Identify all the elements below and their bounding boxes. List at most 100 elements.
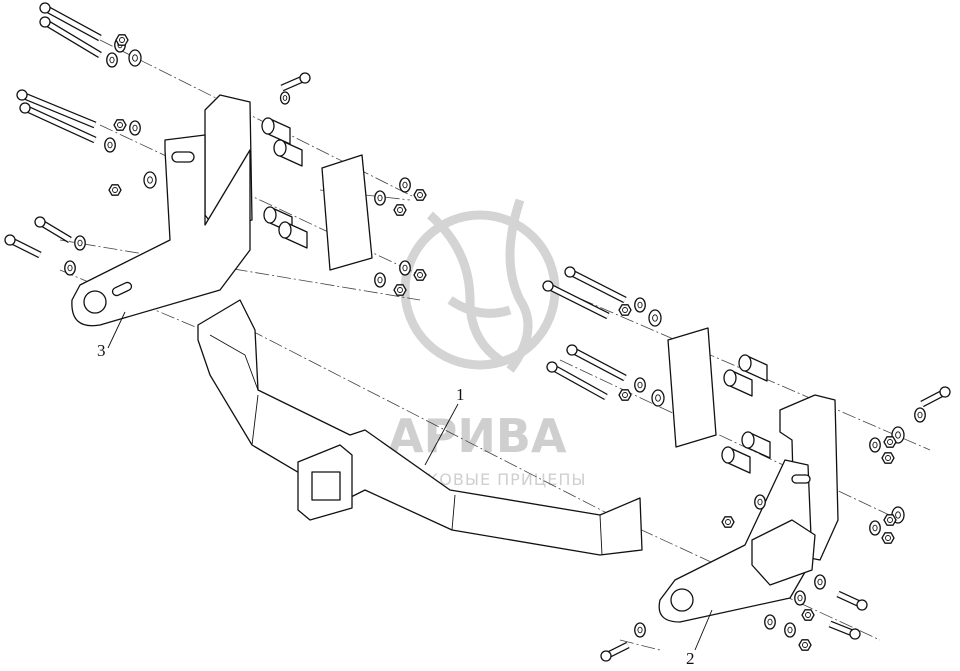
washer-outer [374, 190, 386, 206]
left-back-plate [321, 154, 373, 271]
bolt-shank [43, 6, 102, 40]
bolt [39, 2, 102, 42]
callout-3: 3 [97, 311, 126, 360]
bolt [600, 641, 630, 662]
nut [413, 269, 427, 281]
washer-outer [374, 272, 386, 288]
washer [869, 520, 881, 536]
nut-hole [885, 455, 891, 461]
bolt-shank [550, 365, 608, 399]
washer [634, 297, 646, 313]
axis-line [619, 639, 661, 651]
left-bracket [71, 134, 251, 327]
bolt [920, 386, 951, 408]
washer-hole [652, 314, 658, 322]
spacer-end [723, 369, 737, 387]
axis-line [99, 39, 421, 201]
washer-outer [634, 377, 646, 393]
nut-hex [883, 514, 897, 526]
washer-hole [377, 276, 383, 284]
spacer-end [263, 206, 277, 224]
bolt [546, 361, 608, 401]
spacer [721, 446, 751, 474]
bolt [39, 16, 102, 59]
washer-hole [872, 524, 878, 532]
bolt-shank [546, 283, 610, 319]
washer-outer [648, 309, 662, 327]
bolt [542, 280, 610, 320]
washer-hole [377, 194, 383, 202]
washer-outer [869, 520, 881, 536]
washer-outer [74, 235, 86, 251]
washer-hole [757, 498, 763, 506]
right-clamp-plate [751, 519, 816, 586]
washer [794, 590, 806, 606]
washer-hole [637, 626, 643, 634]
bolt-head [34, 216, 46, 228]
nut [883, 436, 897, 448]
washer [764, 614, 776, 630]
washer [399, 177, 411, 193]
bolt [828, 620, 861, 640]
callout-label: 3 [97, 341, 106, 360]
washer-outer [634, 297, 646, 313]
nut-hex [721, 516, 735, 528]
nut [115, 34, 129, 46]
bolt-shank [21, 92, 96, 128]
nut [881, 452, 895, 464]
nut-hex [801, 609, 815, 621]
bolt [836, 590, 868, 611]
nut [618, 389, 632, 401]
right-bracket-slot [791, 474, 811, 484]
spacer-end [278, 221, 292, 239]
nut-hole [112, 187, 118, 193]
nut-hex [413, 269, 427, 281]
nut-hole [417, 272, 423, 278]
bolt [19, 102, 97, 144]
callout-label: 1 [456, 385, 465, 404]
washer [634, 377, 646, 393]
left-bracket-slot [111, 281, 133, 297]
nut-hex [881, 532, 895, 544]
nut-hex [618, 304, 632, 316]
washer [74, 235, 86, 251]
nut-hex [883, 436, 897, 448]
washer [784, 622, 796, 638]
washer [869, 437, 881, 453]
bolt [4, 234, 42, 259]
washer-outer [128, 49, 142, 67]
bolt-shank [570, 348, 627, 380]
bolt [34, 216, 72, 244]
bolt-head [600, 650, 612, 662]
callout-1: 1 [424, 385, 465, 466]
spacer-end [273, 139, 287, 157]
washer-hole [109, 56, 115, 64]
washer [634, 622, 646, 638]
washer-hole [895, 511, 901, 519]
washer-hole [107, 141, 113, 149]
washer-outer [106, 52, 118, 68]
nut [108, 184, 122, 196]
nut [798, 639, 812, 651]
washer [279, 91, 291, 105]
nut-hex [618, 389, 632, 401]
nut-hex [393, 204, 407, 216]
bolt-head [939, 386, 951, 398]
callout-2: 2 [686, 609, 713, 668]
washer-outer [869, 437, 881, 453]
nut-hole [885, 535, 891, 541]
nut [801, 609, 815, 621]
bolt-shank [568, 269, 627, 303]
washer-hole [637, 381, 643, 389]
washer-hole [67, 264, 73, 272]
axis-line [249, 329, 641, 531]
bolt-head [542, 280, 554, 292]
spacer [278, 221, 308, 249]
watermark-logo-mark [427, 198, 533, 373]
nut [413, 189, 427, 201]
nut-hole [622, 392, 628, 398]
washer-hole [402, 264, 408, 272]
washer [648, 309, 662, 327]
nut-hole [887, 517, 893, 523]
